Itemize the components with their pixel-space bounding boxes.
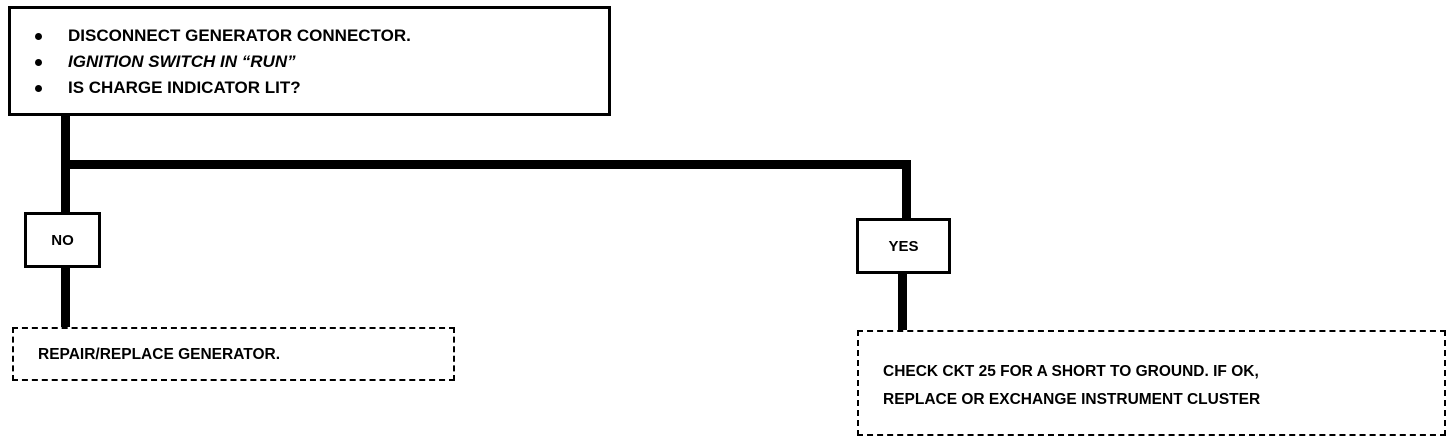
step-list: DISCONNECT GENERATOR CONNECTOR. IGNITION…: [35, 23, 596, 101]
step-text: DISCONNECT GENERATOR CONNECTOR.: [68, 26, 411, 45]
repair-generator-text: REPAIR/REPLACE GENERATOR.: [38, 346, 280, 363]
yes-label-box: YES: [856, 218, 951, 274]
step-item: DISCONNECT GENERATOR CONNECTOR.: [35, 23, 596, 49]
bullet-icon: [35, 32, 42, 40]
step-item: IS CHARGE INDICATOR LIT?: [35, 75, 596, 101]
connector-no-result: [61, 266, 70, 329]
connector-yes-result: [898, 272, 907, 332]
check-circuit-box: CHECK CKT 25 FOR A SHORT TO GROUND. IF O…: [857, 330, 1446, 436]
bullet-icon: [35, 84, 42, 92]
step-text: IS CHARGE INDICATOR LIT?: [68, 78, 301, 97]
step-text: IGNITION SWITCH IN “RUN”: [68, 52, 296, 71]
question-box: DISCONNECT GENERATOR CONNECTOR. IGNITION…: [8, 6, 611, 116]
check-circuit-line-1: CHECK CKT 25 FOR A SHORT TO GROUND. IF O…: [883, 363, 1259, 380]
check-circuit-line-2: REPLACE OR EXCHANGE INSTRUMENT CLUSTER: [883, 391, 1261, 408]
connector-yes-drop: [902, 160, 911, 220]
yes-label: YES: [888, 237, 919, 255]
connector-horizontal: [61, 160, 911, 169]
step-item: IGNITION SWITCH IN “RUN”: [35, 49, 596, 75]
no-label: NO: [51, 231, 74, 249]
bullet-icon: [35, 58, 42, 66]
no-label-box: NO: [24, 212, 101, 268]
repair-generator-box: REPAIR/REPLACE GENERATOR.: [12, 327, 455, 381]
